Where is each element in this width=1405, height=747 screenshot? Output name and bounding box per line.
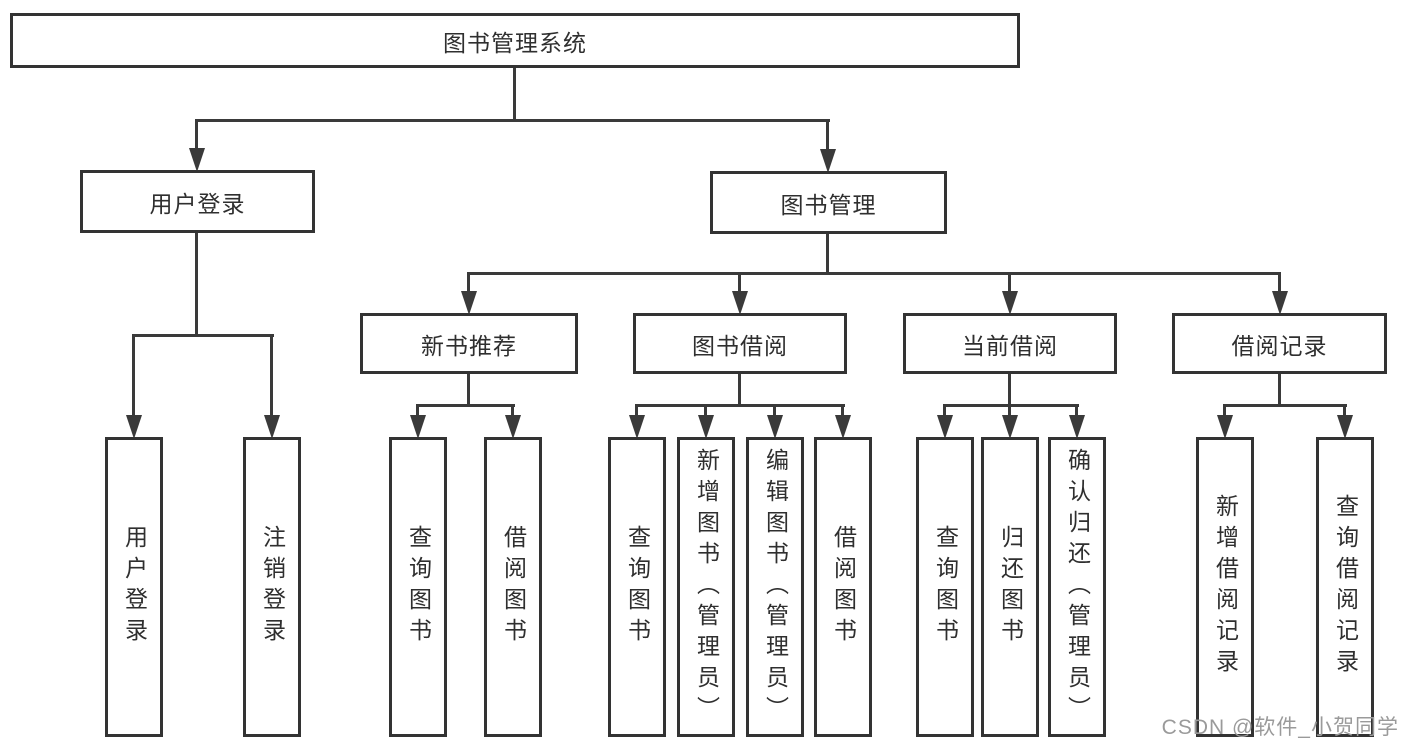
arrow-down-icon [1002, 291, 1018, 315]
edge-stem [270, 334, 273, 417]
leaf-label: 查询图书 [932, 525, 959, 649]
edge-root-rail [196, 119, 830, 122]
leaf-label: 新增借阅记录 [1212, 494, 1239, 680]
arrow-down-icon [1002, 415, 1018, 439]
node-current-borrow: 当前借阅 [903, 313, 1117, 374]
edge-userlogin-drop [195, 233, 198, 337]
leaf-borrow-books: 借阅图书 [814, 437, 872, 737]
arrow-down-icon [698, 415, 714, 439]
leaf-label: 查询借阅记录 [1332, 494, 1359, 680]
edge-borrow-drop [738, 374, 741, 407]
csdn-watermark: CSDN @软件_小贺同学 [1161, 716, 1399, 739]
leaf-label: 借阅图书 [500, 525, 527, 649]
node-book-management: 图书管理 [710, 171, 947, 234]
arrow-down-icon [410, 415, 426, 439]
edge-stem [1278, 272, 1281, 292]
leaf-label: 新增图书（管理员） [693, 447, 720, 727]
edge-stem [773, 404, 776, 417]
node-new-book-recommend: 新书推荐 [360, 313, 578, 374]
node-label: 当前借阅 [962, 332, 1058, 359]
arrow-down-icon [126, 415, 142, 439]
arrow-down-icon [937, 415, 953, 439]
edge-stem [1008, 404, 1011, 417]
arrow-down-icon [732, 291, 748, 315]
leaf-return-books: 归还图书 [981, 437, 1039, 737]
leaf-confirm-return-admin: 确认归还（管理员） [1048, 437, 1106, 737]
edge-stem [1075, 404, 1078, 417]
edge-bookmgmt-rail [467, 272, 1281, 275]
node-label: 新书推荐 [421, 332, 517, 359]
arrow-down-icon [835, 415, 851, 439]
edge-stem [635, 404, 638, 417]
arrow-down-icon [264, 415, 280, 439]
leaf-label: 查询图书 [405, 525, 432, 649]
leaf-label: 借阅图书 [830, 525, 857, 649]
leaf-query-books-current: 查询图书 [916, 437, 974, 737]
edge-stem [943, 404, 946, 417]
edge-stem [1343, 404, 1346, 417]
leaf-edit-books-admin: 编辑图书（管理员） [746, 437, 804, 737]
arrow-down-icon [461, 291, 477, 315]
leaf-query-borrow-record: 查询借阅记录 [1316, 437, 1374, 737]
node-library-system: 图书管理系统 [10, 13, 1020, 68]
leaf-label: 归还图书 [997, 525, 1024, 649]
edge-records-rail [1223, 404, 1347, 407]
node-borrow-records: 借阅记录 [1172, 313, 1387, 374]
arrow-down-icon [1272, 291, 1288, 315]
leaf-logout: 注销登录 [243, 437, 301, 737]
leaf-query-books-borrow: 查询图书 [608, 437, 666, 737]
leaf-add-borrow-record: 新增借阅记录 [1196, 437, 1254, 737]
edge-records-drop [1278, 374, 1281, 407]
node-label: 图书管理 [780, 191, 877, 218]
edge-stem [738, 272, 741, 292]
edge-bookmgmt-drop [826, 234, 829, 275]
leaf-label: 确认归还（管理员） [1064, 447, 1091, 727]
leaf-borrow-books-recommend: 借阅图书 [484, 437, 542, 737]
edge-root-drop [513, 68, 516, 122]
edge-stem [1008, 272, 1011, 292]
node-label: 借阅记录 [1231, 332, 1328, 359]
edge-current-rail [943, 404, 1079, 407]
leaf-label: 查询图书 [624, 525, 651, 649]
node-book-borrow: 图书借阅 [633, 313, 847, 374]
leaf-label: 用户登录 [121, 525, 148, 649]
arrow-down-icon [189, 148, 205, 172]
arrow-down-icon [820, 149, 836, 173]
edge-recommend-drop [467, 374, 470, 407]
edge-stem [511, 404, 514, 417]
leaf-query-books-recommend: 查询图书 [389, 437, 447, 737]
edge-stem [826, 119, 829, 151]
node-label: 图书管理系统 [443, 29, 587, 56]
edge-stem [195, 119, 198, 151]
leaf-add-books-admin: 新增图书（管理员） [677, 437, 735, 737]
edge-borrow-rail [635, 404, 845, 407]
arrow-down-icon [505, 415, 521, 439]
leaf-label: 注销登录 [259, 525, 286, 649]
edge-stem [132, 334, 135, 417]
edge-stem [704, 404, 707, 417]
arrow-down-icon [629, 415, 645, 439]
leaf-label: 编辑图书（管理员） [762, 447, 789, 727]
edge-current-drop [1008, 374, 1011, 407]
node-label: 用户登录 [149, 190, 246, 217]
node-user-login: 用户登录 [80, 170, 315, 233]
edge-stem [416, 404, 419, 417]
edge-userlogin-rail [132, 334, 274, 337]
edge-stem [841, 404, 844, 417]
edge-recommend-rail [416, 404, 515, 407]
edge-stem [467, 272, 470, 292]
arrow-down-icon [1217, 415, 1233, 439]
arrow-down-icon [767, 415, 783, 439]
node-label: 图书借阅 [692, 332, 788, 359]
arrow-down-icon [1337, 415, 1353, 439]
edge-stem [1223, 404, 1226, 417]
leaf-user-login: 用户登录 [105, 437, 163, 737]
arrow-down-icon [1069, 415, 1085, 439]
